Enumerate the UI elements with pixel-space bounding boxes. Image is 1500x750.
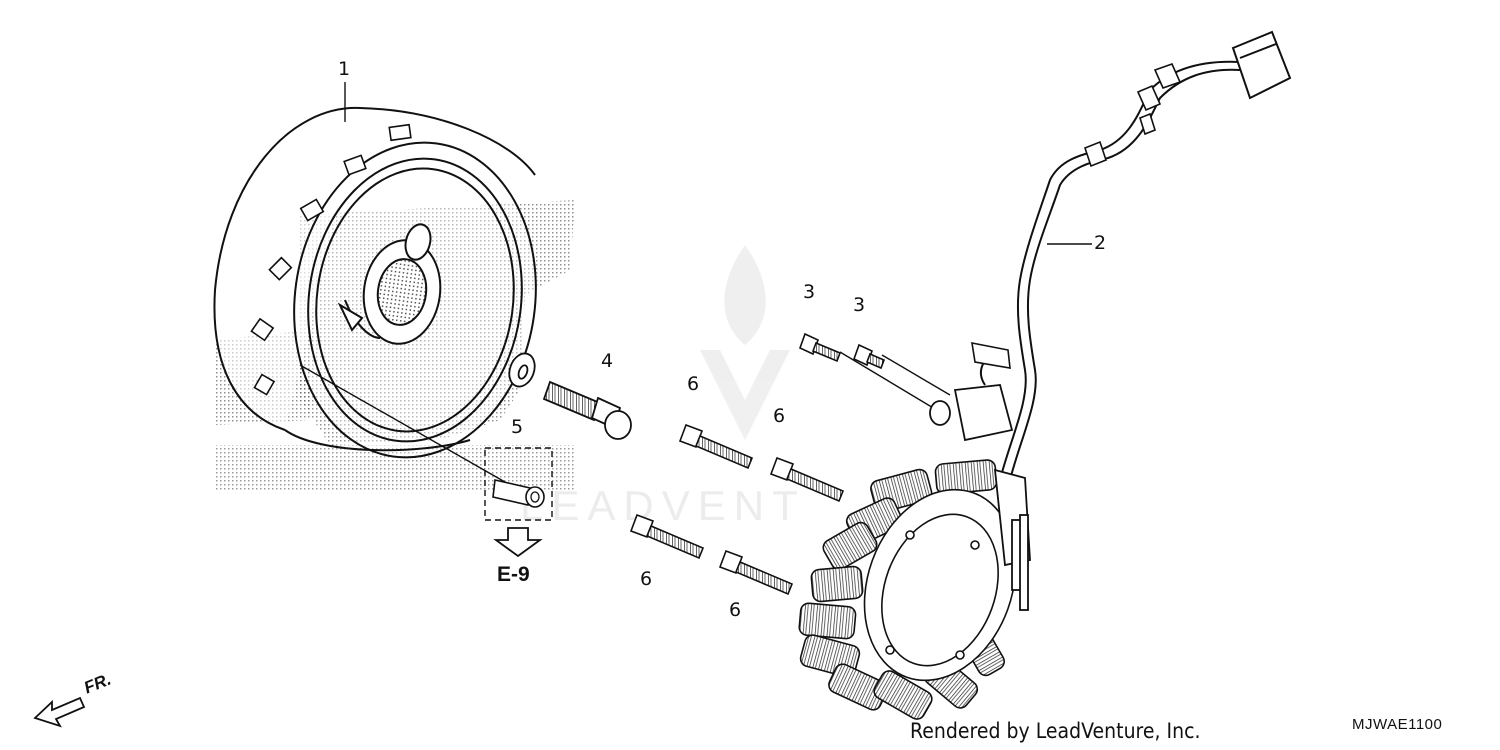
bolt-4[interactable] <box>542 380 632 440</box>
leader-lines <box>299 82 1092 483</box>
callout-5[interactable]: 5 <box>511 416 524 438</box>
bolt-6a[interactable] <box>678 423 754 470</box>
washer[interactable] <box>505 350 539 390</box>
callout-1[interactable]: 1 <box>338 58 351 80</box>
connector[interactable] <box>1231 30 1292 100</box>
section-ref-label[interactable]: E-9 <box>497 563 530 586</box>
callout-2[interactable]: 2 <box>1094 232 1107 254</box>
callout-4[interactable]: 4 <box>601 350 614 372</box>
bolt-6d[interactable] <box>718 549 794 596</box>
ref-box <box>484 447 553 521</box>
credit-text: Rendered by LeadVenture, Inc. <box>910 719 1201 743</box>
diagram-code: MJWAE1100 <box>1352 716 1443 733</box>
bolt-6c[interactable] <box>629 513 705 560</box>
bolt-3b[interactable] <box>853 343 886 370</box>
wire-harness[interactable] <box>980 60 1241 481</box>
ref-arrow[interactable] <box>493 527 543 558</box>
callout-6d[interactable]: 6 <box>729 599 742 621</box>
bolt-6b[interactable] <box>769 456 845 503</box>
bolt-3a[interactable] <box>799 332 842 363</box>
callout-3a[interactable]: 3 <box>803 281 816 303</box>
stator[interactable] <box>798 459 1042 722</box>
callout-6c[interactable]: 6 <box>640 568 653 590</box>
callout-6a[interactable]: 6 <box>687 373 700 395</box>
pickup-sensor[interactable] <box>929 384 1031 611</box>
flywheel-slots <box>250 123 412 396</box>
wire-clips <box>971 62 1182 369</box>
callout-3b[interactable]: 3 <box>853 294 866 316</box>
front-direction-arrow <box>33 696 86 728</box>
watermark-logo <box>700 245 790 440</box>
flywheel[interactable] <box>213 106 555 473</box>
callout-6b[interactable]: 6 <box>773 405 786 427</box>
